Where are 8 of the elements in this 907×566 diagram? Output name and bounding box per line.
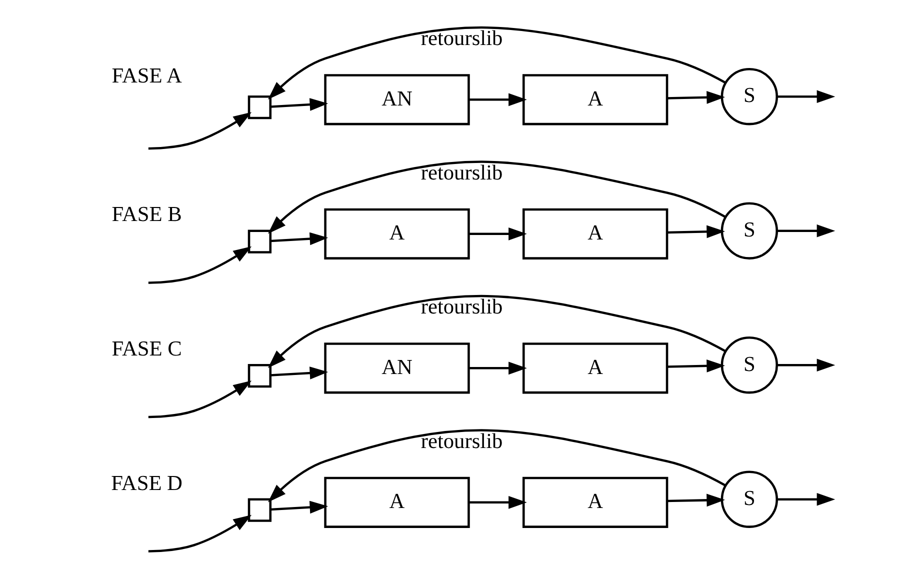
label: FASE D	[110, 470, 182, 495]
label: FASE A	[111, 63, 182, 88]
edge-label: retourslib	[420, 428, 502, 453]
label: FASE B	[111, 202, 182, 226]
edge-label: retourslib	[420, 160, 502, 184]
edge-label: retourslib	[420, 294, 502, 319]
edge-label: retourslib	[420, 26, 502, 50]
label: FASE C	[111, 336, 182, 360]
